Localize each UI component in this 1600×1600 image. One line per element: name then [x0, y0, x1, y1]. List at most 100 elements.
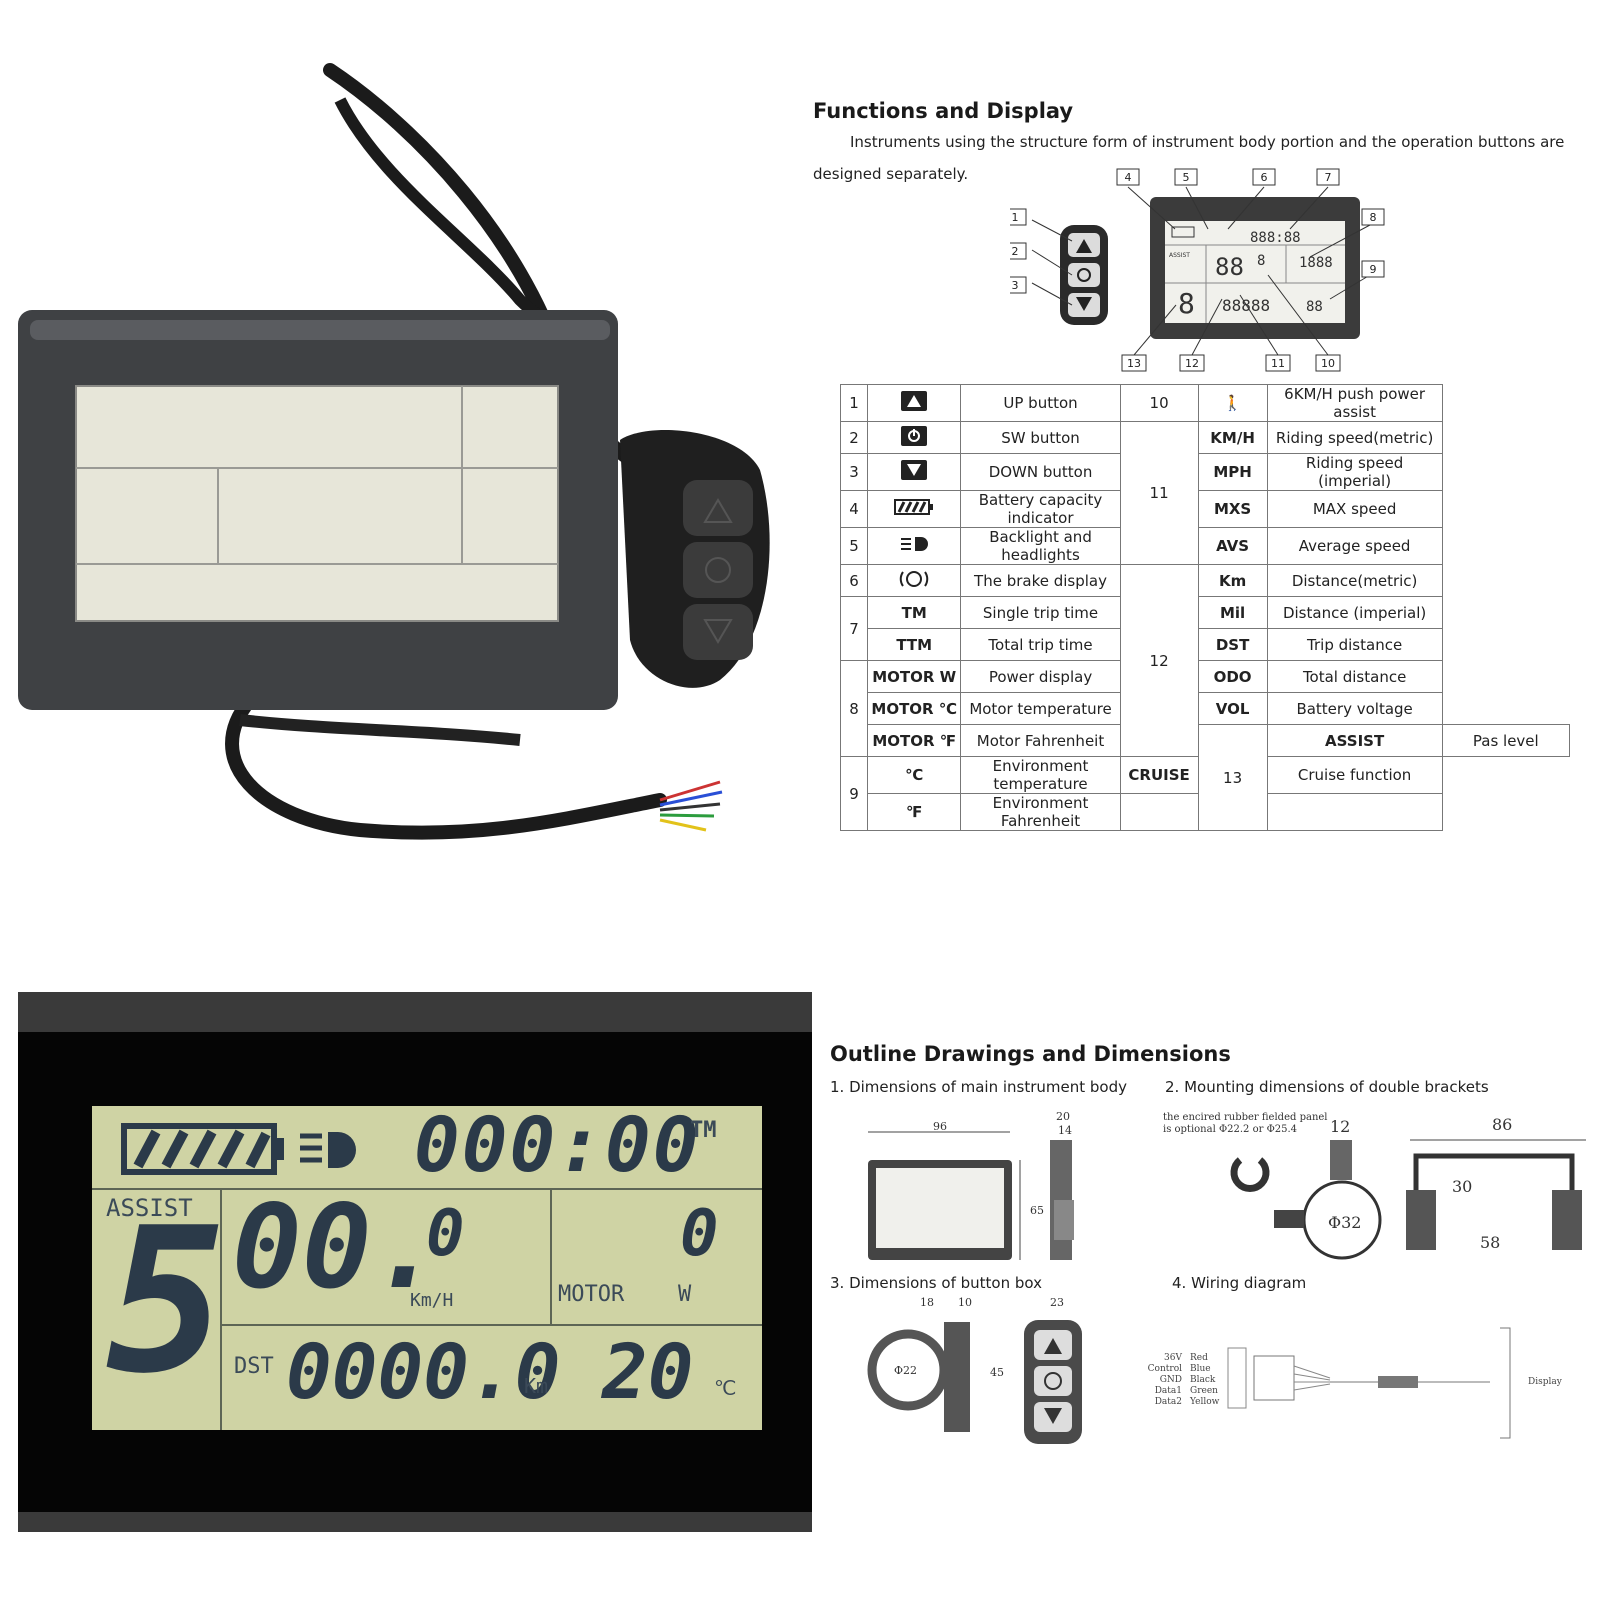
speed-value: 00.	[232, 1180, 442, 1315]
callout-13: 13	[1127, 357, 1141, 370]
row-desc: Total distance	[1266, 660, 1443, 693]
row-code: ℃	[866, 756, 962, 794]
diagram-speed: 88	[1215, 253, 1244, 281]
distance-unit: Km	[524, 1374, 549, 1398]
motor-value: 0	[680, 1197, 719, 1271]
row-code: Km	[1197, 564, 1268, 597]
row-num: 2	[840, 421, 868, 454]
wire-display-label: Display	[1528, 1377, 1563, 1387]
row-num: 10	[1119, 384, 1199, 422]
row-desc: Motor temperature	[960, 692, 1121, 725]
diagram-temp: 88	[1306, 299, 1323, 315]
row-num: 4	[840, 490, 868, 528]
row-desc: Environment Fahrenheit	[960, 793, 1121, 831]
dim-bracket-a: 12	[1330, 1117, 1350, 1136]
row-code: TTM	[866, 628, 962, 661]
callout-7: 7	[1325, 171, 1332, 184]
table-row: 7 TM Single trip time Mil Distance (impe…	[840, 596, 1570, 661]
wire-label-gnd: GND	[1160, 1375, 1182, 1385]
temperature-value: 20	[602, 1327, 694, 1416]
table-row: 2 SW button 11 KM/H Riding speed(metric)	[840, 421, 1570, 565]
row-code: VOL	[1197, 692, 1268, 725]
row-desc: 6KM/H push power assist	[1266, 384, 1443, 422]
button-box-drawing: 18 10 23 Φ22 45	[867, 1296, 1082, 1444]
row-code: KM/H	[1197, 421, 1268, 454]
section-3-title: 3. Dimensions of button box	[830, 1274, 1042, 1292]
bracket-note-1: the encired rubber fielded panel	[1163, 1112, 1328, 1123]
walking-person-icon: 🚶	[1197, 384, 1268, 422]
dim-height: 65	[1030, 1204, 1044, 1217]
dim-width: 96	[933, 1120, 947, 1133]
table-row: 6 The brake display 12 Km Distance(metri…	[840, 564, 1570, 757]
diagram-assist-label: ASSIST	[1169, 252, 1190, 259]
bracket-note-2: is optional Φ22.2 or Φ25.4	[1163, 1124, 1298, 1135]
row-num: 12	[1119, 564, 1199, 757]
speed-decimal: 0	[426, 1197, 465, 1271]
down-triangle-icon	[866, 453, 962, 491]
wiring-diagram: 36V Control GND Data1 Data2 Red Blue Bla…	[1148, 1327, 1563, 1439]
row-desc: Distance (imperial)	[1266, 596, 1443, 629]
battery-icon	[866, 490, 962, 528]
row-num: 13	[1197, 724, 1268, 831]
motor-label: MOTOR	[558, 1282, 625, 1307]
row-num: 11	[1119, 421, 1199, 565]
distance-value: 0000.0	[286, 1327, 561, 1416]
row-code-empty	[1119, 793, 1199, 831]
brake-icon	[866, 564, 962, 597]
row-code: ODO	[1197, 660, 1268, 693]
row-code: MOTOR W	[866, 660, 962, 693]
dim-box-a: 18	[920, 1296, 934, 1309]
row-desc: SW button	[960, 421, 1121, 454]
assist-level: 5	[106, 1185, 227, 1418]
row-desc: UP button	[960, 384, 1121, 422]
row-desc-empty	[1266, 793, 1443, 831]
row-code: MPH	[1197, 453, 1268, 491]
table-row: 5 Backlight and headlights AVS Average s…	[840, 527, 1570, 565]
down-button-photo	[683, 604, 753, 660]
dim-depth-a: 20	[1056, 1110, 1070, 1123]
battery-icon	[121, 1123, 284, 1175]
callout-5: 5	[1183, 171, 1190, 184]
temperature-unit: ℃	[714, 1376, 737, 1400]
table-row: ℉ Environment Fahrenheit	[841, 793, 1570, 831]
diagram-assist-small: 8	[1257, 253, 1265, 269]
callout-10: 10	[1321, 357, 1335, 370]
wire-label-control: Control	[1148, 1364, 1182, 1374]
dim-box-dia: Φ22	[894, 1364, 917, 1377]
trip-time: 000:00	[414, 1100, 701, 1189]
diagram-power-icon	[1077, 268, 1091, 282]
row-code: AVS	[1197, 527, 1268, 565]
wire-label-data1: Data1	[1155, 1386, 1182, 1396]
row-num: 6	[840, 564, 868, 597]
section-2-title: 2. Mounting dimensions of double bracket…	[1165, 1078, 1489, 1096]
row-desc: The brake display	[960, 564, 1121, 597]
outline-title: Outline Drawings and Dimensions	[830, 1042, 1231, 1066]
table-row: TTM Total trip time DST Trip distance	[841, 628, 1570, 661]
row-desc: Pas level	[1441, 724, 1571, 757]
diagram-motor: 1888	[1299, 255, 1333, 271]
row-desc: Battery voltage	[1266, 692, 1443, 725]
row-desc: DOWN button	[960, 453, 1121, 491]
section-4-title: 4. Wiring diagram	[1172, 1274, 1307, 1292]
wire-color-black: Black	[1190, 1375, 1216, 1385]
spec-table: 1 UP button 10 🚶 6KM/H push power assist…	[840, 384, 1571, 831]
row-code: DST	[1197, 628, 1268, 661]
diagram-down-icon	[1076, 297, 1092, 311]
row-code: ℉	[866, 793, 962, 831]
callout-4: 4	[1125, 171, 1132, 184]
row-desc: Riding speed(metric)	[1266, 421, 1443, 454]
section-1-title: 1. Dimensions of main instrument body	[830, 1078, 1128, 1096]
headlight-icon	[866, 527, 962, 565]
row-num: 5	[840, 527, 868, 565]
dim-bracket-top: 86	[1492, 1115, 1512, 1134]
table-row: MOTOR ℃ Motor temperature VOL Battery vo…	[841, 692, 1570, 725]
diagram-up-icon	[1076, 239, 1092, 253]
row-code: ASSIST	[1266, 724, 1443, 757]
lcd-screen: 000:00 TM ASSIST 5 00. 0 Km/H 0 MOTOR W …	[92, 1100, 762, 1430]
row-num: 9	[840, 756, 868, 831]
row-code: Mil	[1197, 596, 1268, 629]
dim-box-c: 23	[1050, 1296, 1064, 1309]
lcd-closeup-photo: 000:00 TM ASSIST 5 00. 0 Km/H 0 MOTOR W …	[18, 992, 812, 1532]
row-desc: Motor Fahrenheit	[960, 724, 1121, 757]
dim-bracket-bottom: 58	[1480, 1233, 1500, 1252]
